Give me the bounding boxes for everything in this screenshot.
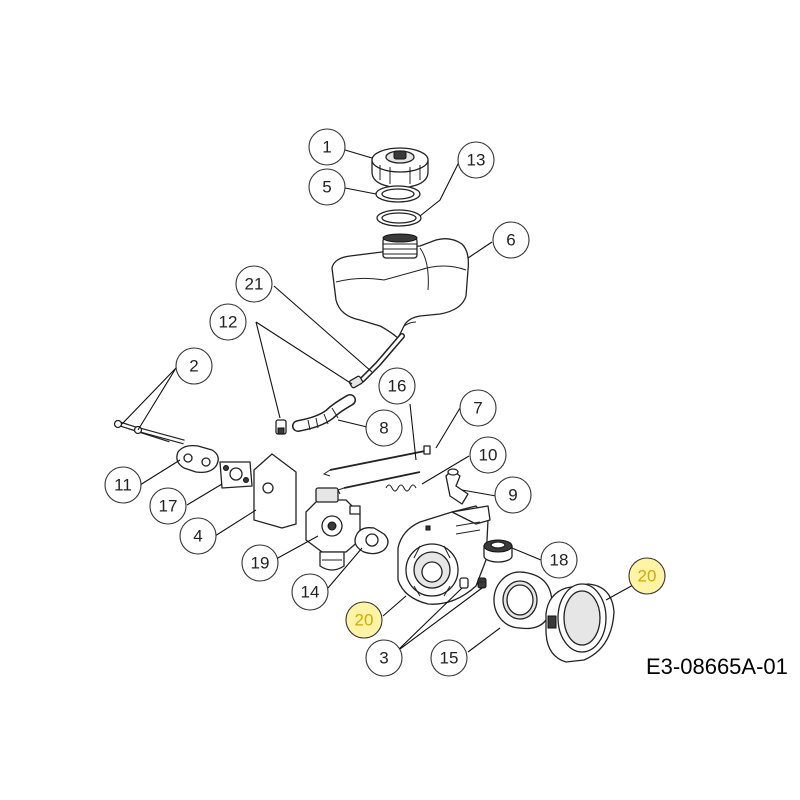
elbow-fitting (445, 468, 469, 505)
callout-number: 21 (245, 275, 264, 294)
callout-circle (365, 409, 403, 447)
callout-number: 5 (322, 178, 331, 197)
fuel-tank (331, 233, 470, 339)
callout-circle (291, 573, 329, 611)
drawing-code: E3-08665A-01 (646, 654, 788, 679)
callout-circle (179, 517, 217, 555)
callout-21: 21 (235, 265, 273, 303)
callout-number: 8 (379, 419, 388, 438)
callout-18: 18 (540, 541, 578, 579)
callout-circle (457, 141, 495, 179)
callout-circle (459, 389, 497, 427)
callout-2: 2 (175, 347, 213, 385)
callout-number: 15 (440, 649, 459, 668)
callout-10: 10 (469, 436, 507, 474)
heat-shield (253, 453, 297, 529)
callout-circle (469, 436, 507, 474)
callout-circle (494, 476, 532, 514)
flange-gasket (176, 444, 219, 474)
callout-number: 12 (219, 313, 238, 332)
hose-clip (275, 419, 287, 435)
fuel-line (348, 333, 405, 389)
callout-8: 8 (365, 409, 403, 447)
fuel-cap (371, 147, 429, 189)
callout-circle (430, 639, 468, 677)
callout-number: 17 (159, 497, 178, 516)
callout-5: 5 (308, 168, 346, 206)
callout-circle (308, 128, 346, 166)
filter-cover (545, 583, 615, 663)
callout-circle (628, 557, 666, 595)
callout-circle (308, 168, 346, 206)
callout-number: 11 (114, 476, 132, 495)
callout-circle (175, 347, 213, 385)
callout-4: 4 (179, 517, 217, 555)
callout-6: 6 (492, 221, 530, 259)
callout-number: 6 (506, 231, 515, 250)
callout-circle (149, 487, 187, 525)
callout-9: 9 (494, 476, 532, 514)
filter-knob (483, 539, 513, 563)
callout-circle (345, 601, 383, 639)
callout-number: 14 (301, 583, 320, 602)
screws (113, 419, 185, 445)
cap-ring (375, 185, 421, 203)
callout-number: 16 (388, 377, 407, 396)
callout-16: 16 (378, 367, 416, 405)
callout-circle (235, 265, 273, 303)
callout-number: 13 (467, 151, 486, 170)
callout-number: 2 (189, 357, 198, 376)
small-screws (459, 577, 487, 589)
callout-circle (365, 639, 403, 677)
callout-11: 11 (104, 466, 142, 504)
callout-1: 1 (308, 128, 346, 166)
tank-gasket (376, 209, 422, 227)
callout-15: 15 (430, 639, 468, 677)
callout-number: 1 (322, 138, 331, 157)
callout-12: 12 (209, 303, 247, 341)
callout-number: 20 (638, 567, 657, 586)
callout-20-highlight: 20 (628, 557, 666, 595)
callout-number: 3 (379, 649, 388, 668)
callout-circle (378, 367, 416, 405)
callout-circle (241, 544, 279, 582)
callout-20-highlight: 20 (345, 601, 383, 639)
callout-13: 13 (457, 141, 495, 179)
callout-number: 4 (193, 527, 202, 546)
leader-lines (121, 149, 643, 653)
callout-17: 17 (149, 487, 187, 525)
carburetor-gasket (354, 527, 389, 555)
callout-3: 3 (365, 639, 403, 677)
callout-number: 19 (251, 554, 270, 573)
callout-circle (492, 221, 530, 259)
governor-spring (385, 484, 417, 492)
callout-number: 18 (550, 551, 569, 570)
carburetor (305, 487, 361, 571)
callout-number: 7 (473, 399, 482, 418)
callout-circle (104, 466, 142, 504)
linkage-rods (322, 445, 431, 495)
callout-14: 14 (291, 573, 329, 611)
air-filter-base (397, 505, 491, 605)
callout-number: 9 (508, 486, 517, 505)
fuel-hose (292, 394, 356, 432)
insulator-block (219, 461, 253, 489)
callout-7: 7 (459, 389, 497, 427)
callout-circle (540, 541, 578, 579)
callout-19: 19 (241, 544, 279, 582)
callout-number: 10 (479, 446, 498, 465)
filter-element (493, 571, 553, 630)
callout-number: 20 (355, 611, 374, 630)
callout-circle (209, 303, 247, 341)
